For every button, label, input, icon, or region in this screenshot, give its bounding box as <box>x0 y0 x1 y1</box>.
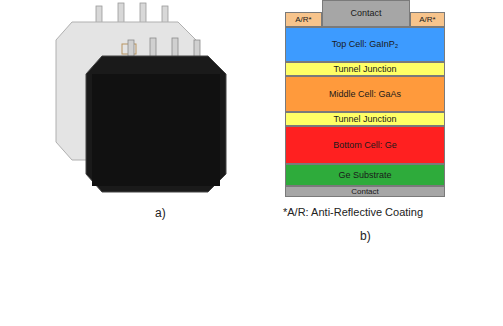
layer-name: A/R* <box>419 16 435 24</box>
coating-layer: A/R* <box>285 12 322 27</box>
layer-name: Ge Substrate <box>338 171 391 180</box>
junction-layer: Tunnel Junction <box>285 62 445 76</box>
cell-layer: Top Cell: GaInP₂ <box>285 27 445 62</box>
cell-layer: Bottom Cell: Ge <box>285 126 445 164</box>
contact-layer: Contact <box>285 186 445 197</box>
layer-name: Contact <box>351 188 379 196</box>
layer-name: Tunnel Junction <box>333 115 396 124</box>
footnote: *A/R: Anti-Reflective Coating <box>283 206 423 218</box>
layer-name: Middle Cell: GaAs <box>329 90 401 99</box>
junction-layer: Tunnel Junction <box>285 112 445 126</box>
layer-name: Bottom Cell: Ge <box>333 141 397 150</box>
layer-name: A/R* <box>295 16 311 24</box>
cell-layer: Middle Cell: GaAs <box>285 76 445 112</box>
coating-layer: A/R* <box>410 12 445 27</box>
contact-layer: Contact <box>322 0 410 27</box>
panel-label: a) <box>155 207 166 220</box>
layer-name: Top Cell: GaInP₂ <box>332 40 399 49</box>
layer-name: Contact <box>350 9 381 18</box>
panel-label: b) <box>360 230 371 243</box>
substrate-layer: Ge Substrate <box>285 164 445 186</box>
layer-name: Tunnel Junction <box>333 65 396 74</box>
front-cell <box>86 38 226 192</box>
